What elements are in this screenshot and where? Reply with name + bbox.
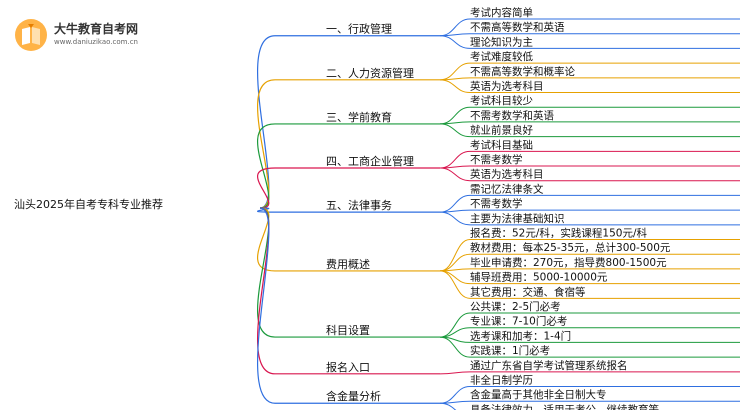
root-topic: 汕头2025年自考专科专业推荐 (14, 197, 163, 211)
branch-connector (256, 207, 276, 404)
branch-connector (256, 35, 276, 209)
leaf-topic: 毕业申请费：270元，指导费800-1500元 (470, 256, 667, 269)
leaf-topic: 理论知识为主 (470, 35, 533, 48)
leaf-connector (439, 35, 471, 49)
branch-connector (257, 167, 276, 209)
branch-topic: 二、人力资源管理 (326, 66, 414, 80)
leaf-connector (439, 371, 471, 375)
branch-topic: 四、工商企业管理 (326, 154, 414, 168)
branch-topic: 科目设置 (326, 323, 370, 337)
leaf-connector (439, 239, 471, 272)
leaf-connector (439, 253, 471, 272)
leaf-topic: 具备法律效力，适用于考公、继续教育等 (470, 403, 659, 410)
leaf-topic: 实践课：1门必考 (470, 344, 550, 357)
site-logo[interactable]: 大牛教育自考网 www.daniuzikao.com.cn (14, 14, 154, 54)
logo-title: 大牛教育自考网 (54, 22, 139, 36)
leaf-connector (439, 150, 471, 169)
leaf-topic: 其它费用：交通、食宿等 (470, 285, 586, 298)
leaf-topic: 不需高等数学和英语 (470, 21, 565, 34)
branch-connector (257, 207, 276, 375)
leaf-topic: 英语为选考科目 (470, 80, 544, 93)
connector-lines (256, 18, 740, 410)
leaf-topic: 公共课：2-5门必考 (470, 300, 561, 313)
leaf-topic: 不需考数学 (470, 197, 523, 210)
leaf-topic: 不需考数学和英语 (470, 109, 554, 122)
branch-topic: 含金量分析 (326, 389, 381, 403)
leaf-topic: 非全日制学历 (470, 374, 533, 387)
leaf-connector (439, 336, 471, 358)
branch-topic: 报名入口 (326, 360, 370, 374)
leaf-topic: 辅导班费用：5000-10000元 (470, 271, 608, 284)
logo-url: www.daniuzikao.com.cn (54, 38, 138, 46)
leaf-topic: 专业课：7-10门必考 (470, 315, 567, 328)
book-icon (15, 19, 47, 51)
leaf-connector (439, 270, 471, 285)
leaf-connector (439, 270, 471, 299)
leaf-topic: 需记忆法律条文 (470, 182, 544, 195)
leaf-connector (439, 123, 471, 138)
leaf-connector (439, 167, 471, 182)
branch-connector (257, 207, 276, 272)
leaf-topic: 教材费用：每本25-35元，总计300-500元 (470, 241, 671, 254)
leaf-connector (439, 312, 471, 338)
leaf-topic: 就业前景良好 (470, 124, 533, 137)
branch-connector (257, 207, 276, 213)
leaf-topic: 选考课和加考：1-4门 (470, 329, 571, 342)
leaf-topic: 考试科目较少 (470, 94, 533, 107)
branch-topic: 一、行政管理 (326, 22, 392, 36)
leaf-connector (439, 62, 471, 81)
leaf-topic: 不需考数学 (470, 153, 523, 166)
leaf-topic: 主要为法律基础知识 (470, 212, 565, 225)
leaf-connector (439, 402, 457, 410)
branch-topic: 三、学前教育 (326, 110, 392, 124)
branch-connector (256, 123, 276, 209)
branch-topic: 五、法律事务 (326, 198, 392, 212)
branch-connector (257, 79, 276, 209)
branch-topic: 费用概述 (326, 258, 370, 271)
leaf-connector (439, 106, 471, 125)
leaf-connector (439, 386, 471, 404)
leaf-topic: 不需高等数学和概率论 (470, 65, 575, 78)
leaf-connector (439, 79, 471, 94)
leaf-topic: 英语为选考科目 (470, 168, 544, 181)
leaf-connector (439, 327, 471, 338)
leaf-connector (439, 18, 471, 37)
leaf-connector (439, 194, 471, 213)
leaf-topic: 含金量高于其他非全日制大专 (470, 388, 607, 401)
leaf-topic: 考试内容简单 (470, 6, 533, 19)
leaf-topic: 报名费：52元/科，实践课程150元/科 (470, 227, 647, 240)
leaf-topic: 考试科目基础 (470, 138, 533, 151)
leaf-connector (439, 211, 471, 226)
leaf-topic: 通过广东省自学考试管理系统报名 (470, 359, 628, 372)
leaf-topic: 考试难度较低 (470, 50, 533, 63)
